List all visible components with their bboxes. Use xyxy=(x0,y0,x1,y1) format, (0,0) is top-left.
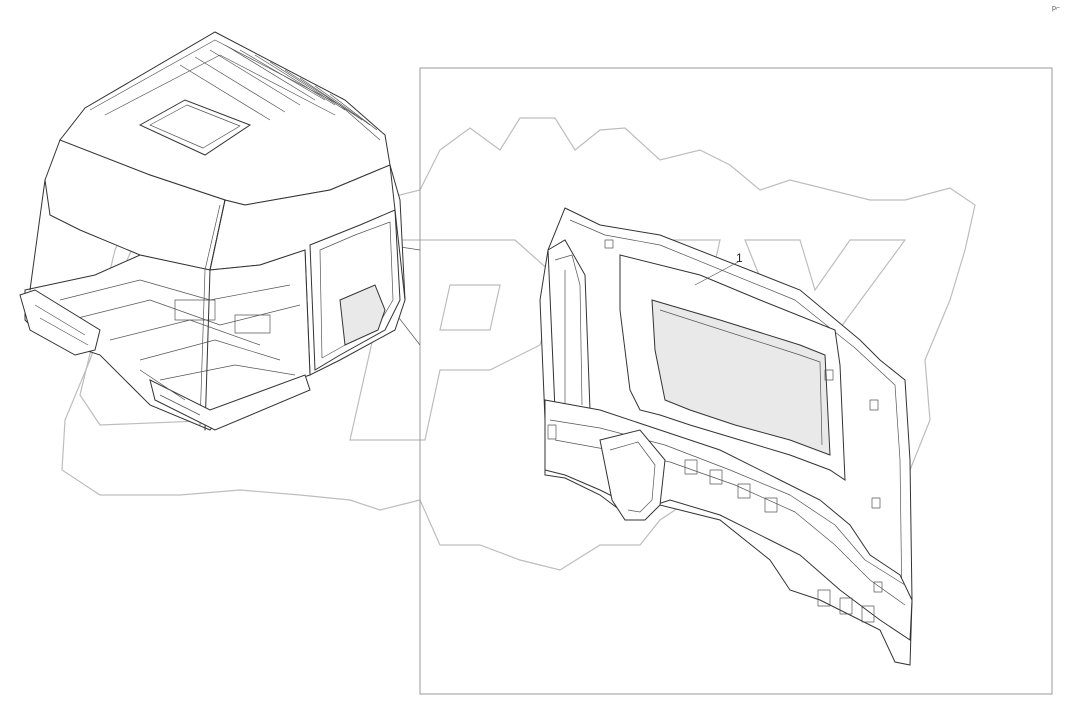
side-panel-icon xyxy=(539,207,913,666)
cab-assembly-icon xyxy=(19,31,406,431)
callout-1: 1 xyxy=(694,251,743,286)
detail-frame xyxy=(419,67,1053,695)
corner-mark: p⌐ xyxy=(1052,5,1060,12)
callout-number: 1 xyxy=(736,251,743,265)
watermark-letter-p xyxy=(349,239,561,441)
